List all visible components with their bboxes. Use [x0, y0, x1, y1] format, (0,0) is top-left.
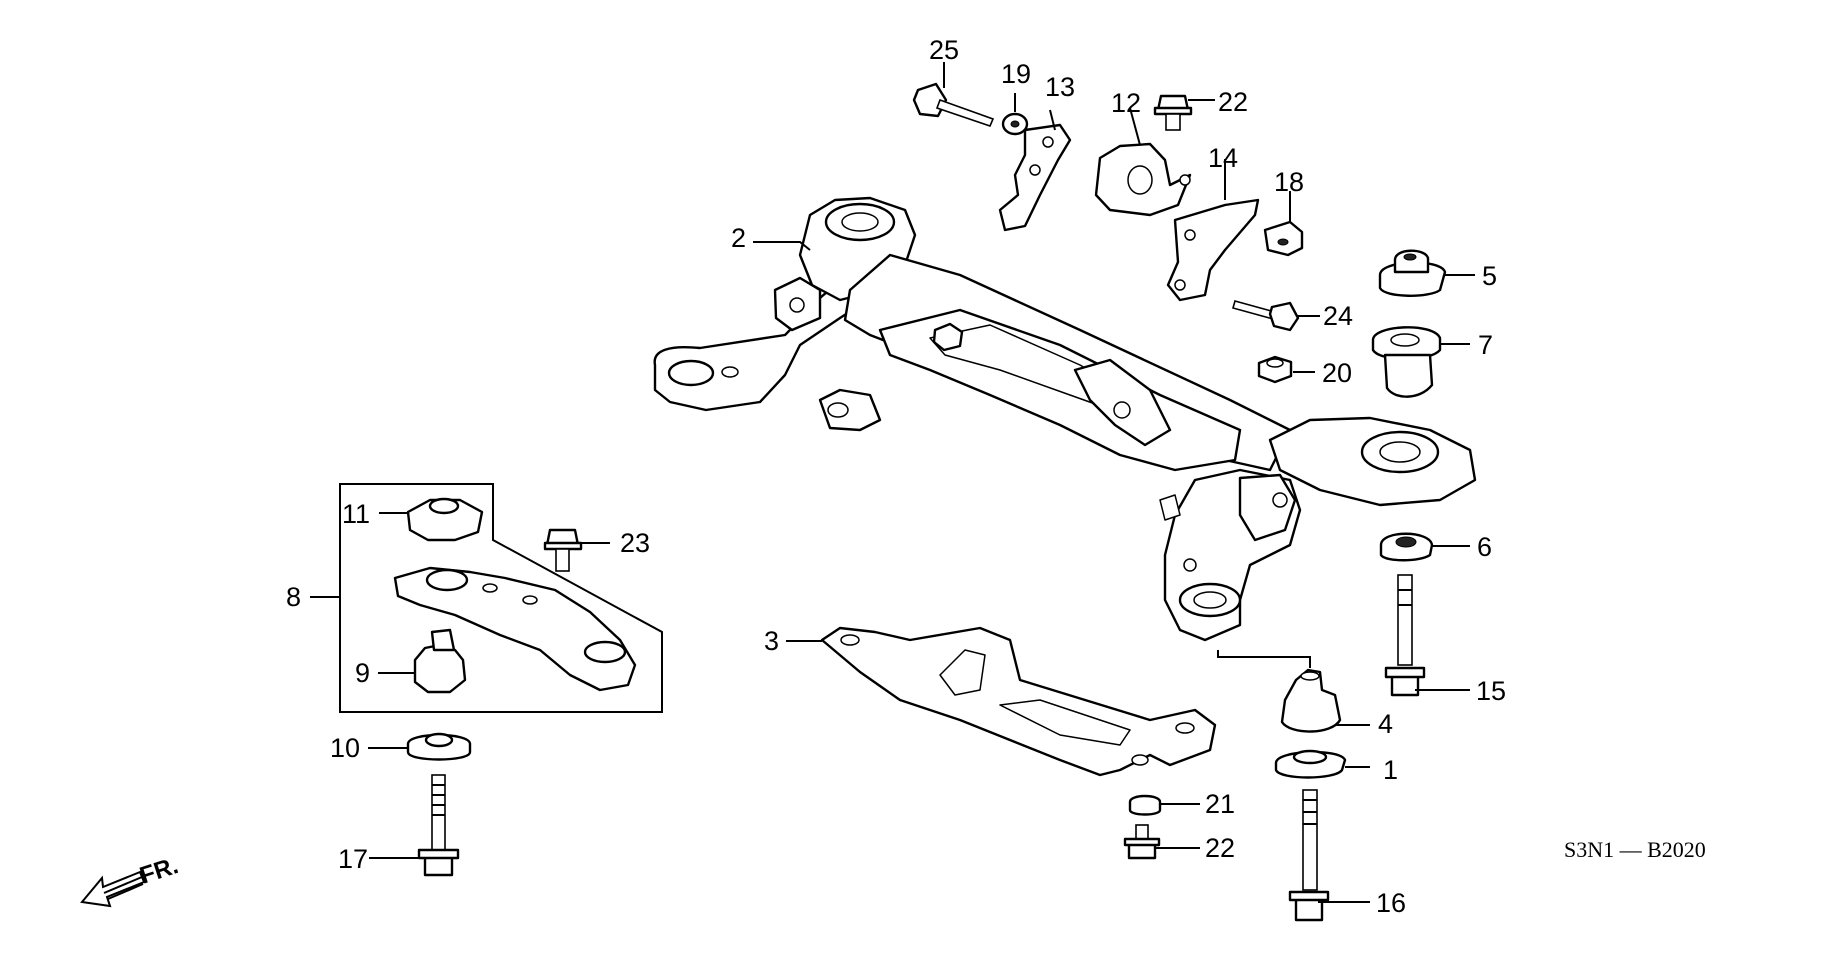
kit-box-part-8 — [339, 483, 663, 713]
front-label: FR. — [137, 852, 182, 890]
callout-14: 14 — [1208, 143, 1238, 173]
callout-4: 4 — [1378, 709, 1393, 739]
callout-24: 24 — [1323, 301, 1353, 331]
subframe-assembly — [653, 196, 1477, 642]
diagram-code: S3N1 — B2020 — [1564, 837, 1706, 862]
callout-20: 20 — [1322, 358, 1352, 388]
callout-21: 21 — [1205, 789, 1235, 819]
front-arrow-icon — [80, 870, 146, 908]
callout-18: 18 — [1274, 167, 1304, 197]
callout-8: 8 — [286, 582, 301, 612]
callout-2: 2 — [731, 223, 746, 253]
callout-9: 9 — [355, 658, 370, 688]
callout-12: 12 — [1111, 88, 1141, 118]
callout-3: 3 — [764, 626, 779, 656]
callout-25: 25 — [929, 35, 959, 65]
callout-7: 7 — [1478, 330, 1493, 360]
lower-brace-part — [820, 626, 1217, 777]
front-direction-indicator: FR. — [80, 852, 182, 908]
callout-11: 11 — [342, 499, 370, 529]
top-hardware — [912, 82, 1304, 384]
callout-17: 17 — [338, 844, 368, 874]
leader-lines — [310, 62, 1475, 903]
callout-13: 13 — [1045, 72, 1075, 102]
callout-5: 5 — [1482, 261, 1497, 291]
callout-23: 23 — [620, 528, 650, 558]
callout-16: 16 — [1376, 888, 1406, 918]
callout-6: 6 — [1477, 532, 1492, 562]
left-lower-hardware — [406, 528, 583, 877]
callout-15: 15 — [1476, 676, 1506, 706]
callout-22-bottom: 22 — [1205, 833, 1235, 863]
callout-22-top: 22 — [1218, 87, 1248, 117]
right-side-hardware — [1123, 249, 1447, 922]
callout-1: 1 — [1383, 755, 1398, 785]
callout-labels: 1 2 3 4 5 6 7 8 9 10 11 12 13 14 15 16 1… — [286, 35, 1506, 918]
callout-19: 19 — [1001, 59, 1031, 89]
callout-10: 10 — [330, 733, 360, 763]
